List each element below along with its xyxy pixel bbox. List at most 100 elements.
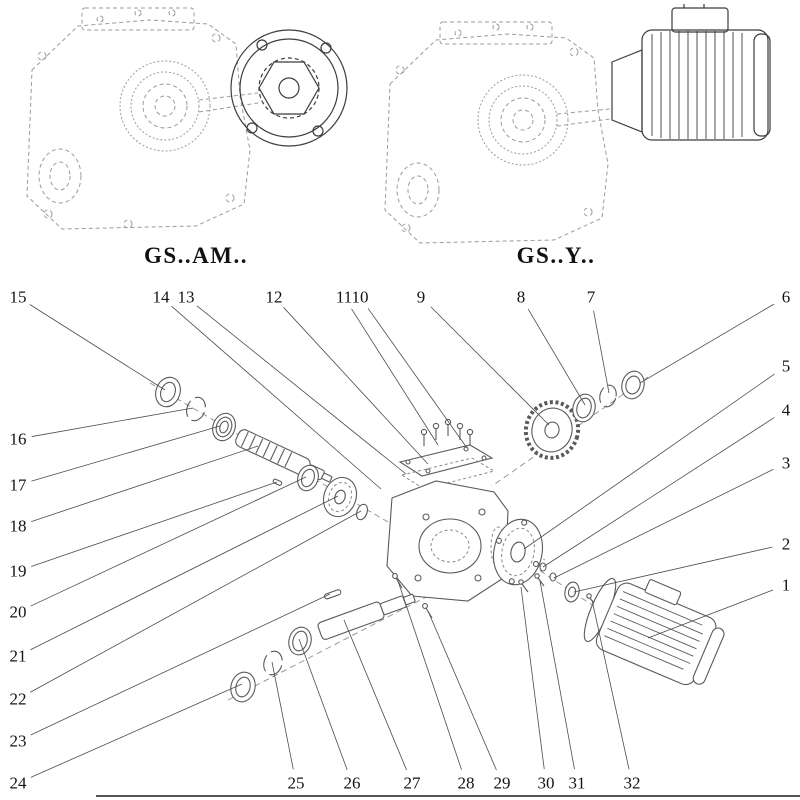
callout-label-16: 16 — [10, 430, 27, 449]
leader-line-22 — [30, 510, 362, 693]
part-15-oil-seal — [155, 376, 181, 408]
leader-line-2 — [573, 546, 773, 593]
callout-label-5: 5 — [782, 357, 791, 376]
callout-label-32: 32 — [624, 774, 641, 793]
leader-line-6 — [639, 303, 775, 384]
callout-label-17: 17 — [10, 476, 28, 495]
callout-label-1: 1 — [782, 576, 791, 595]
model-label-gs-y: GS..Y.. — [517, 243, 596, 268]
output-flange-drawing — [230, 29, 348, 147]
part-12-cover-plate — [398, 444, 494, 477]
callout-label-9: 9 — [417, 288, 426, 307]
callout-label-21: 21 — [10, 647, 27, 666]
part-17-bearing — [212, 412, 236, 442]
part-28-bolt — [392, 573, 403, 589]
leader-lines — [29, 303, 775, 778]
part-29-bolt — [422, 603, 433, 619]
leader-line-20 — [30, 476, 307, 607]
leader-line-32 — [591, 599, 630, 770]
motor-terminal-box — [671, 7, 729, 33]
callout-label-11: 11 — [336, 288, 352, 307]
callout-label-7: 7 — [587, 288, 596, 307]
callout-label-28: 28 — [458, 774, 475, 793]
model-label-gs-am: GS..AM.. — [144, 243, 248, 268]
part-23-key — [323, 589, 342, 600]
gearbox-am-line-drawing — [26, 7, 348, 230]
part-1-motor — [583, 577, 725, 686]
part-6-oil-seal — [621, 370, 645, 400]
leader-line-29 — [427, 610, 497, 771]
callout-label-25: 25 — [288, 774, 305, 793]
callout-label-2: 2 — [782, 535, 791, 554]
leader-line-23 — [30, 593, 331, 736]
part-19-pin — [272, 478, 283, 486]
part-22-spacer-ring — [356, 503, 368, 521]
part-21-worm-gear-washer — [322, 476, 358, 518]
leader-line-21 — [30, 495, 339, 651]
callout-label-23: 23 — [10, 732, 27, 751]
leader-line-26 — [298, 638, 348, 770]
leader-line-7 — [593, 310, 610, 394]
leader-line-24 — [30, 683, 243, 778]
callout-label-10: 10 — [352, 288, 369, 307]
gearbox-y-line-drawing — [384, 4, 771, 244]
callout-label-27: 27 — [404, 774, 422, 793]
leader-line-4 — [542, 417, 775, 568]
callout-label-30: 30 — [538, 774, 555, 793]
leader-line-19 — [31, 481, 278, 567]
callout-label-20: 20 — [10, 603, 27, 622]
motor-1-fins — [604, 591, 703, 670]
part-18-worm-shaft — [235, 429, 333, 483]
callout-label-15: 15 — [10, 288, 27, 307]
callout-label-19: 19 — [10, 562, 27, 581]
motor-y-drawing — [611, 4, 771, 141]
leader-line-15 — [29, 304, 166, 391]
part-20-bearing — [297, 464, 319, 492]
part-13-gasket — [400, 457, 496, 490]
part-2-coupling — [564, 581, 580, 603]
exploded-view — [149, 370, 725, 703]
leader-line-30 — [520, 586, 545, 770]
leader-line-8 — [527, 308, 586, 406]
part-30-31-bolts — [518, 573, 545, 593]
leader-line-28 — [397, 580, 462, 770]
part-16-retaining-ring — [186, 396, 206, 422]
callout-label-8: 8 — [517, 288, 526, 307]
leader-line-25 — [271, 661, 294, 770]
motor-fins — [651, 31, 743, 139]
part-24-oil-seal — [230, 671, 256, 703]
callout-label-14: 14 — [153, 288, 171, 307]
part-8-bearing — [572, 393, 596, 423]
leader-line-13 — [196, 305, 407, 475]
callout-label-4: 4 — [782, 401, 791, 420]
part-3-4-washers — [539, 562, 557, 582]
leader-line-12 — [283, 307, 429, 465]
leader-line-10 — [367, 308, 468, 449]
leader-line-18 — [31, 445, 259, 522]
leader-line-17 — [31, 425, 221, 482]
callout-label-13: 13 — [178, 288, 195, 307]
callout-label-29: 29 — [494, 774, 511, 793]
part-14-gear-housing — [386, 480, 509, 602]
callout-label-12: 12 — [266, 288, 283, 307]
part-9-helical-gear — [523, 400, 581, 460]
callout-label-22: 22 — [10, 690, 27, 709]
part-10-11-cover-bolts — [420, 418, 474, 446]
leader-line-5 — [523, 373, 775, 550]
callout-label-24: 24 — [10, 774, 28, 793]
gearbox-am-housing — [26, 7, 259, 230]
leader-line-11 — [351, 308, 439, 446]
part-7-retaining-ring — [599, 384, 617, 408]
leader-line-14 — [171, 305, 382, 490]
leader-line-16 — [31, 407, 194, 437]
leader-line-3 — [553, 468, 774, 579]
part-25-retaining-ring — [263, 650, 283, 676]
leader-line-27 — [343, 619, 407, 771]
gearbox-y-housing — [384, 21, 611, 244]
part-5-motor-flange — [492, 518, 544, 586]
motor-fan-cover — [753, 33, 771, 137]
callout-label-6: 6 — [782, 288, 791, 307]
